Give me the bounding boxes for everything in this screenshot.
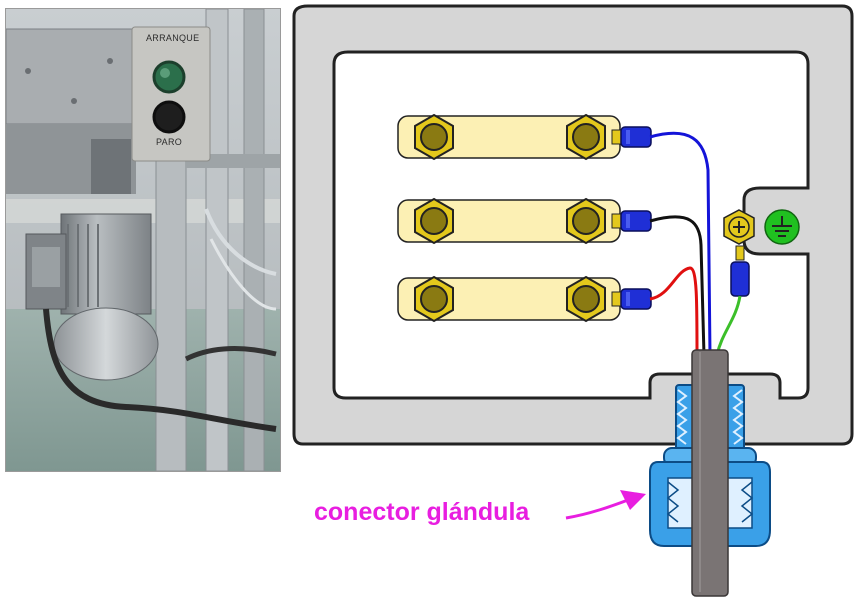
wire-earth — [715, 295, 742, 356]
gland-caption: conector glándula — [314, 498, 530, 526]
frame-column — [205, 9, 229, 471]
ferrule — [611, 288, 652, 310]
frame-column — [155, 158, 187, 471]
motor-cable — [43, 308, 277, 432]
cable — [691, 349, 729, 597]
wire-phase-3 — [649, 266, 699, 356]
arrow-icon — [565, 490, 646, 520]
wire-phase-2 — [649, 215, 706, 356]
motor-photo-illustration — [6, 9, 280, 471]
hex-nut-icon — [566, 198, 606, 244]
stop-button — [152, 100, 186, 134]
push-button-box — [131, 26, 211, 162]
ferrule — [611, 210, 652, 232]
stop-button-label: PARO — [156, 137, 183, 147]
wire-phase-1 — [649, 131, 712, 356]
terminal-strip-3 — [397, 276, 652, 322]
hex-nut-icon — [414, 198, 454, 244]
motor-photo: ARRANQUE PARO — [5, 8, 281, 472]
ferrule — [611, 126, 652, 148]
earth-ground-icon — [764, 209, 800, 245]
start-button-label: ARRANQUE — [146, 33, 200, 43]
earth-terminal — [723, 209, 755, 297]
terminal-strip-1 — [397, 114, 652, 160]
terminal-strip-2 — [397, 198, 652, 244]
hex-nut-icon — [414, 114, 454, 160]
hex-nut-icon — [566, 276, 606, 322]
hex-nut-icon — [566, 114, 606, 160]
hex-nut-icon — [414, 276, 454, 322]
